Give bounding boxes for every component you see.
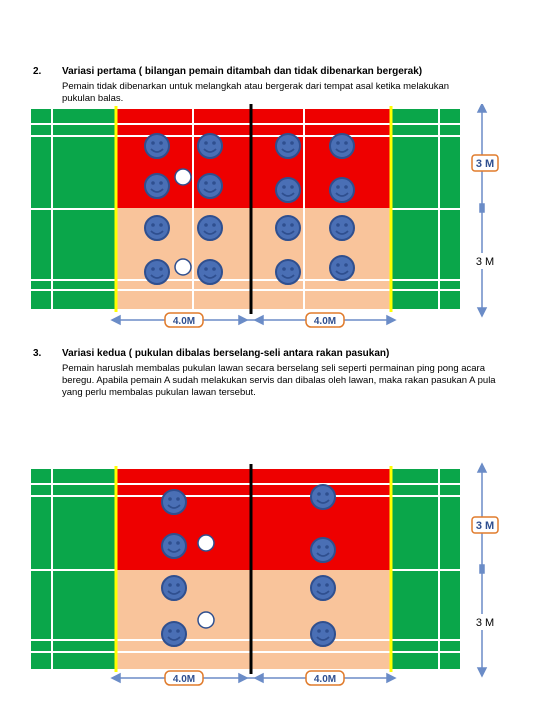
shuttlecock-icon bbox=[174, 258, 192, 276]
section-2-number: 2. bbox=[33, 66, 42, 77]
height-label-bottom: 3 M bbox=[476, 256, 494, 268]
width-measure-arrow bbox=[110, 314, 397, 326]
smiley-player-icon bbox=[197, 259, 223, 285]
width-label-left: 4.0M bbox=[173, 674, 195, 685]
height-measure-arrow bbox=[476, 462, 488, 678]
smiley-player-icon bbox=[161, 489, 187, 515]
section-2-body: Pemain tidak dibenarkan untuk melangkah … bbox=[62, 81, 450, 104]
shuttlecock-icon bbox=[174, 168, 192, 186]
shuttlecock-icon bbox=[197, 534, 215, 552]
height-label-top: 3 M bbox=[476, 520, 494, 532]
shuttlecock-icon bbox=[197, 611, 215, 629]
smiley-player-icon bbox=[144, 133, 170, 159]
width-label-right: 4.0M bbox=[314, 316, 336, 327]
smiley-player-icon bbox=[144, 173, 170, 199]
smiley-player-icon bbox=[275, 177, 301, 203]
smiley-player-icon bbox=[310, 537, 336, 563]
height-label-bottom: 3 M bbox=[476, 617, 494, 629]
smiley-player-icon bbox=[161, 621, 187, 647]
smiley-player-icon bbox=[161, 533, 187, 559]
width-label-left-box: 4.0M bbox=[164, 312, 204, 328]
smiley-player-icon bbox=[275, 133, 301, 159]
court-lines bbox=[29, 107, 462, 311]
players-court-2 bbox=[161, 484, 336, 647]
smiley-player-icon bbox=[310, 484, 336, 510]
court-diagram-2: 3 M 3 M 4.0M 4.0M bbox=[29, 462, 499, 686]
height-label-bottom-box: 3 M bbox=[472, 614, 498, 630]
smiley-player-icon bbox=[329, 177, 355, 203]
width-label-right: 4.0M bbox=[314, 674, 336, 685]
smiley-player-icon bbox=[161, 575, 187, 601]
height-label-top-box: 3 M bbox=[471, 154, 499, 172]
court-peach-zone bbox=[116, 570, 391, 670]
smiley-player-icon bbox=[144, 259, 170, 285]
height-label-top-box: 3 M bbox=[471, 516, 499, 534]
smiley-player-icon bbox=[197, 133, 223, 159]
width-label-left: 4.0M bbox=[173, 316, 195, 327]
smiley-player-icon bbox=[197, 215, 223, 241]
width-measure-arrow bbox=[110, 672, 397, 684]
width-label-right-box: 4.0M bbox=[305, 670, 345, 686]
smiley-player-icon bbox=[144, 215, 170, 241]
smiley-player-icon bbox=[310, 621, 336, 647]
court-diagram-1: 3 M 3 M 4.0M 4.0M bbox=[29, 104, 499, 328]
smiley-player-icon bbox=[310, 575, 336, 601]
height-measure-arrow bbox=[476, 104, 488, 318]
smiley-player-icon bbox=[275, 215, 301, 241]
section-3-title: Variasi kedua ( pukulan dibalas berselan… bbox=[62, 348, 390, 359]
section-2-title: Variasi pertama ( bilangan pemain ditamb… bbox=[62, 66, 423, 77]
height-label-bottom-box: 3 M bbox=[472, 253, 498, 269]
smiley-player-icon bbox=[329, 255, 355, 281]
height-label-top: 3 M bbox=[476, 158, 494, 170]
smiley-player-icon bbox=[329, 133, 355, 159]
players-court-1 bbox=[144, 133, 355, 285]
smiley-player-icon bbox=[197, 173, 223, 199]
section-3-body: Pemain haruslah membalas pukulan lawan s… bbox=[62, 363, 496, 398]
section-3-number: 3. bbox=[33, 348, 42, 359]
smiley-player-icon bbox=[275, 259, 301, 285]
smiley-player-icon bbox=[329, 215, 355, 241]
width-label-right-box: 4.0M bbox=[305, 312, 345, 328]
width-label-left-box: 4.0M bbox=[164, 670, 204, 686]
court-lines bbox=[29, 467, 462, 671]
